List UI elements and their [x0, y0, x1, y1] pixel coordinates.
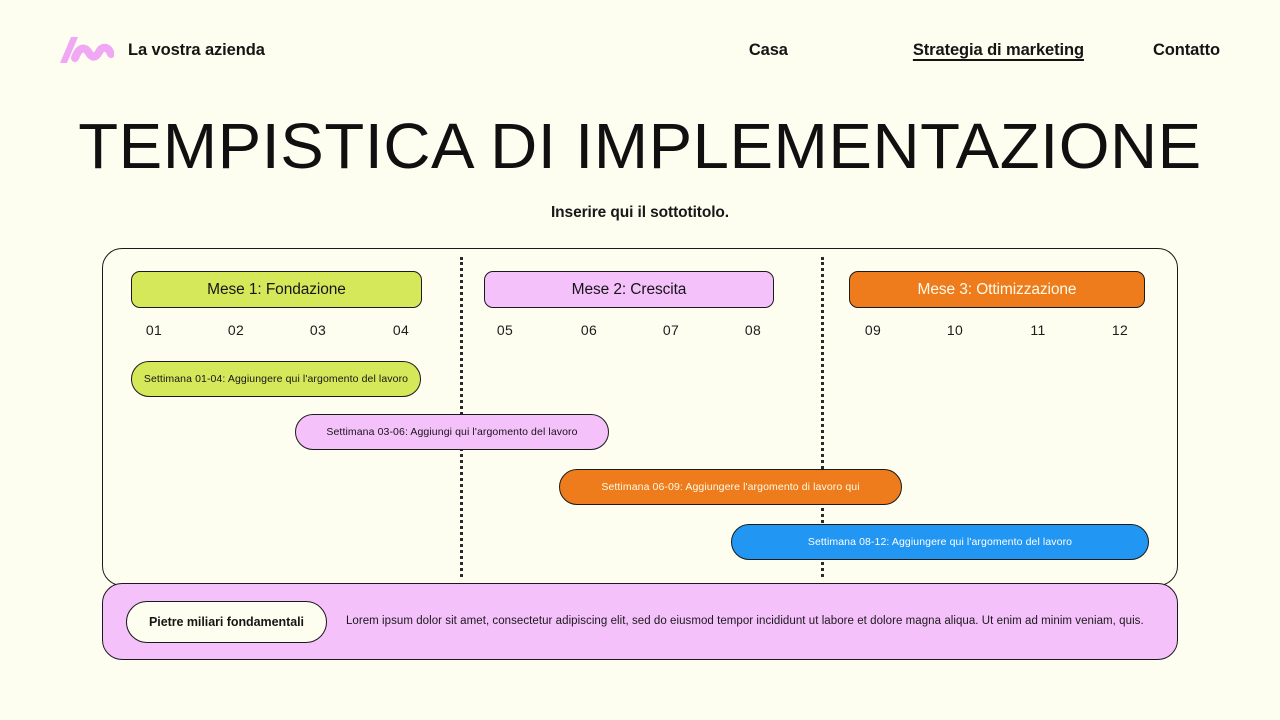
week-label-08: 08: [744, 322, 762, 338]
month-divider-2: [821, 257, 824, 577]
week-label-10: 10: [946, 322, 964, 338]
page-title: TEMPISTICA DI IMPLEMENTAZIONE: [78, 110, 1202, 182]
week-label-11: 11: [1030, 322, 1046, 338]
brand-name: La vostra azienda: [128, 40, 265, 59]
nav-item-casa[interactable]: Casa: [748, 40, 788, 59]
nav-item-contatto[interactable]: Contatto: [1152, 40, 1220, 59]
milestones-pill[interactable]: Pietre miliari fondamentali: [126, 600, 327, 643]
task-bar-week-03-06[interactable]: Settimana 03-06: Aggiungi qui l'argoment…: [295, 414, 609, 450]
week-label-03: 03: [309, 322, 327, 338]
task-bar-week-01-04[interactable]: Settimana 01-04: Aggiungere qui l'argome…: [131, 361, 421, 397]
timeline-card: Mese 1: Fondazione Mese 2: Crescita Mese…: [102, 248, 1178, 586]
main-nav: Casa Strategia di marketing Contatto: [749, 41, 1220, 60]
milestones-footer: Pietre miliari fondamentali Lorem ipsum …: [102, 583, 1178, 660]
page-subtitle: Inserire qui il sottotitolo.: [550, 204, 730, 221]
week-label-04: 04: [392, 322, 410, 338]
week-label-02: 02: [227, 322, 245, 338]
month-header-1[interactable]: Mese 1: Fondazione: [131, 271, 422, 308]
week-label-06: 06: [580, 322, 598, 338]
site-header: La vostra azienda Casa Strategia di mark…: [0, 0, 1280, 100]
month-header-2[interactable]: Mese 2: Crescita: [484, 271, 774, 308]
week-label-12: 12: [1111, 322, 1129, 338]
wave-mark-logo-icon: [60, 37, 114, 63]
week-label-01: 01: [145, 322, 163, 338]
month-header-3[interactable]: Mese 3: Ottimizzazione: [849, 271, 1145, 308]
milestones-description: Lorem ipsum dolor sit amet, consectetur …: [345, 615, 1144, 627]
nav-item-strategia-di-marketing[interactable]: Strategia di marketing: [912, 40, 1084, 59]
week-label-05: 05: [496, 322, 514, 338]
week-label-09: 09: [864, 322, 882, 338]
task-bar-week-08-12[interactable]: Settimana 08-12: Aggiungere qui l'argome…: [731, 524, 1149, 560]
task-bar-week-06-09[interactable]: Settimana 06-09: Aggiungere l'argomento …: [559, 469, 902, 505]
brand[interactable]: La vostra azienda: [58, 33, 265, 67]
week-label-07: 07: [662, 322, 680, 338]
